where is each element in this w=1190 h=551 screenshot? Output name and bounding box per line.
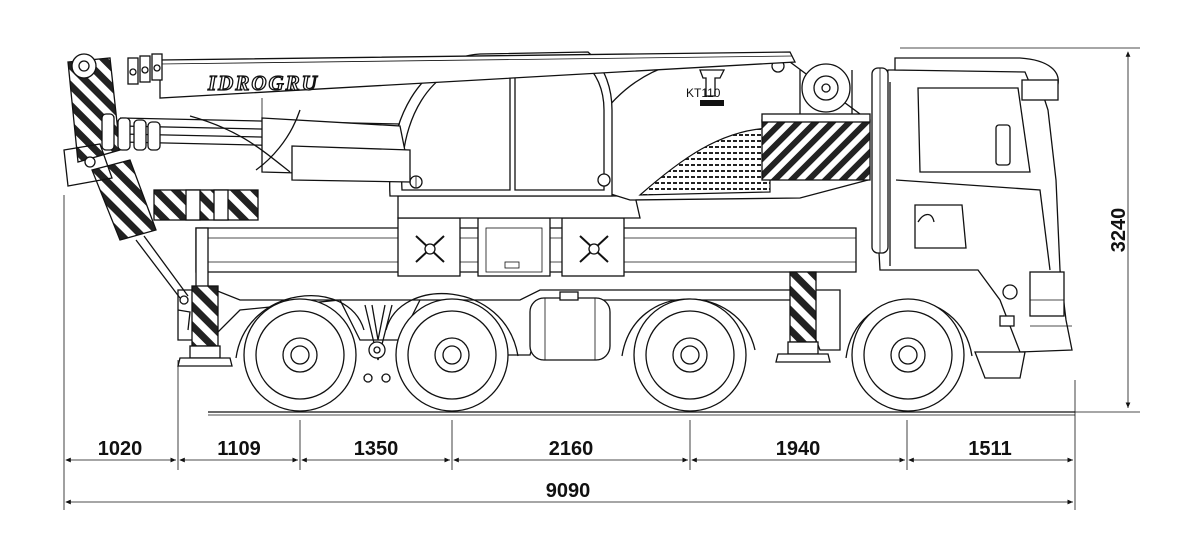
- segment-label-1: 1020: [98, 438, 143, 460]
- suspension: [363, 304, 393, 383]
- segment-label-5: 1940: [776, 438, 821, 460]
- chassis: [177, 217, 973, 361]
- segment-dimensions: 1020 1109 1350 2160 1940 1511: [63, 195, 1076, 510]
- overall-dimension: 9090: [65, 480, 1073, 505]
- crane-superstructure: [397, 56, 871, 219]
- wheel-4: [851, 298, 965, 412]
- driver-cab: [875, 57, 1073, 379]
- wheel-3: [633, 298, 747, 412]
- brand-label: IDROGRU: [207, 71, 319, 95]
- telescopic-boom: [119, 51, 797, 183]
- segment-label-3: 1350: [354, 438, 399, 460]
- boom-support-panel: [153, 189, 259, 221]
- boom-head: [63, 53, 191, 331]
- outrigger-rear: [177, 285, 233, 367]
- overall-label: 9090: [546, 480, 591, 502]
- wheel-1: [243, 298, 357, 412]
- wheel-2: [395, 298, 509, 412]
- model-label: KT110: [686, 86, 721, 100]
- segment-label-2: 1109: [217, 438, 260, 460]
- height-label: 3240: [1108, 208, 1130, 253]
- segment-label-6: 1511: [968, 438, 1011, 460]
- outrigger-front: [775, 271, 831, 363]
- segment-label-4: 2160: [549, 438, 594, 460]
- height-dimension: 3240: [900, 47, 1140, 413]
